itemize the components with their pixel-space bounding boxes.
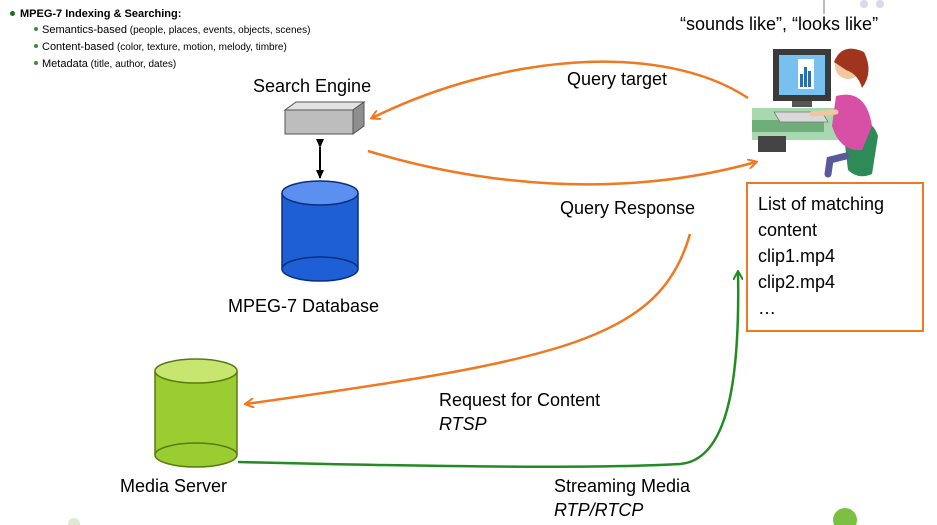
list-item: … xyxy=(758,298,776,318)
bullet-item-lead: Metadata xyxy=(42,58,88,70)
decor-dot xyxy=(68,518,80,525)
database-cylinder xyxy=(281,180,359,282)
media-server-label: Media Server xyxy=(120,476,228,496)
list-item: content xyxy=(758,220,818,240)
rtsp-label: RTSP xyxy=(439,414,487,434)
bullet-item: Metadata (title, author, dates) xyxy=(10,56,310,73)
bullet-list: MPEG-7 Indexing & Searching: Semantics-b… xyxy=(10,6,310,73)
media-server-cylinder xyxy=(154,358,238,468)
user-computer-icon xyxy=(752,48,878,178)
query-target-label: Query target xyxy=(567,69,668,89)
query-response-arrow xyxy=(367,149,756,186)
bullet-item-detail: (title, author, dates) xyxy=(87,59,177,70)
bullet-item: Content-based (color, texture, motion, m… xyxy=(10,39,310,56)
request-content-arrow xyxy=(246,233,692,404)
matching-content-list: List of matching content clip1.mp4 clip2… xyxy=(746,182,924,332)
query-response-label: Query Response xyxy=(560,198,696,218)
rtp-rtcp-label: RTP/RTCP xyxy=(554,500,644,520)
bullet-item-lead: Semantics-based xyxy=(42,24,127,36)
search-engine-box xyxy=(283,101,366,135)
bullet-item: Semantics-based (people, places, events,… xyxy=(10,22,310,39)
bullet-heading-text: MPEG-7 Indexing & Searching: xyxy=(20,8,182,20)
request-content-label: Request for Content xyxy=(439,390,601,410)
bullet-icon xyxy=(34,61,38,66)
bullet-item-lead: Content-based xyxy=(42,41,115,53)
list-item: List of matching xyxy=(758,194,885,214)
bullet-icon xyxy=(10,10,15,16)
decor-dot xyxy=(876,0,884,8)
decor-dot xyxy=(860,0,868,8)
bullet-icon xyxy=(34,27,38,32)
bullet-heading: MPEG-7 Indexing & Searching: xyxy=(10,6,310,22)
streaming-media-label: Streaming Media xyxy=(554,476,691,496)
sounds-like-label: “sounds like”, “looks like” xyxy=(680,14,879,34)
bullet-item-detail: (color, texture, motion, melody, timbre) xyxy=(114,42,287,53)
database-label: MPEG-7 Database xyxy=(228,296,380,316)
logo-mark xyxy=(833,508,857,525)
query-target-arrow xyxy=(372,60,749,118)
streaming-media-arrow xyxy=(237,272,738,469)
bullet-item-detail: (people, places, events, objects, scenes… xyxy=(127,25,311,36)
search-engine-label: Search Engine xyxy=(253,76,372,96)
bullet-icon xyxy=(34,44,38,49)
list-item: clip2.mp4 xyxy=(758,272,836,292)
list-item: clip1.mp4 xyxy=(758,246,836,266)
